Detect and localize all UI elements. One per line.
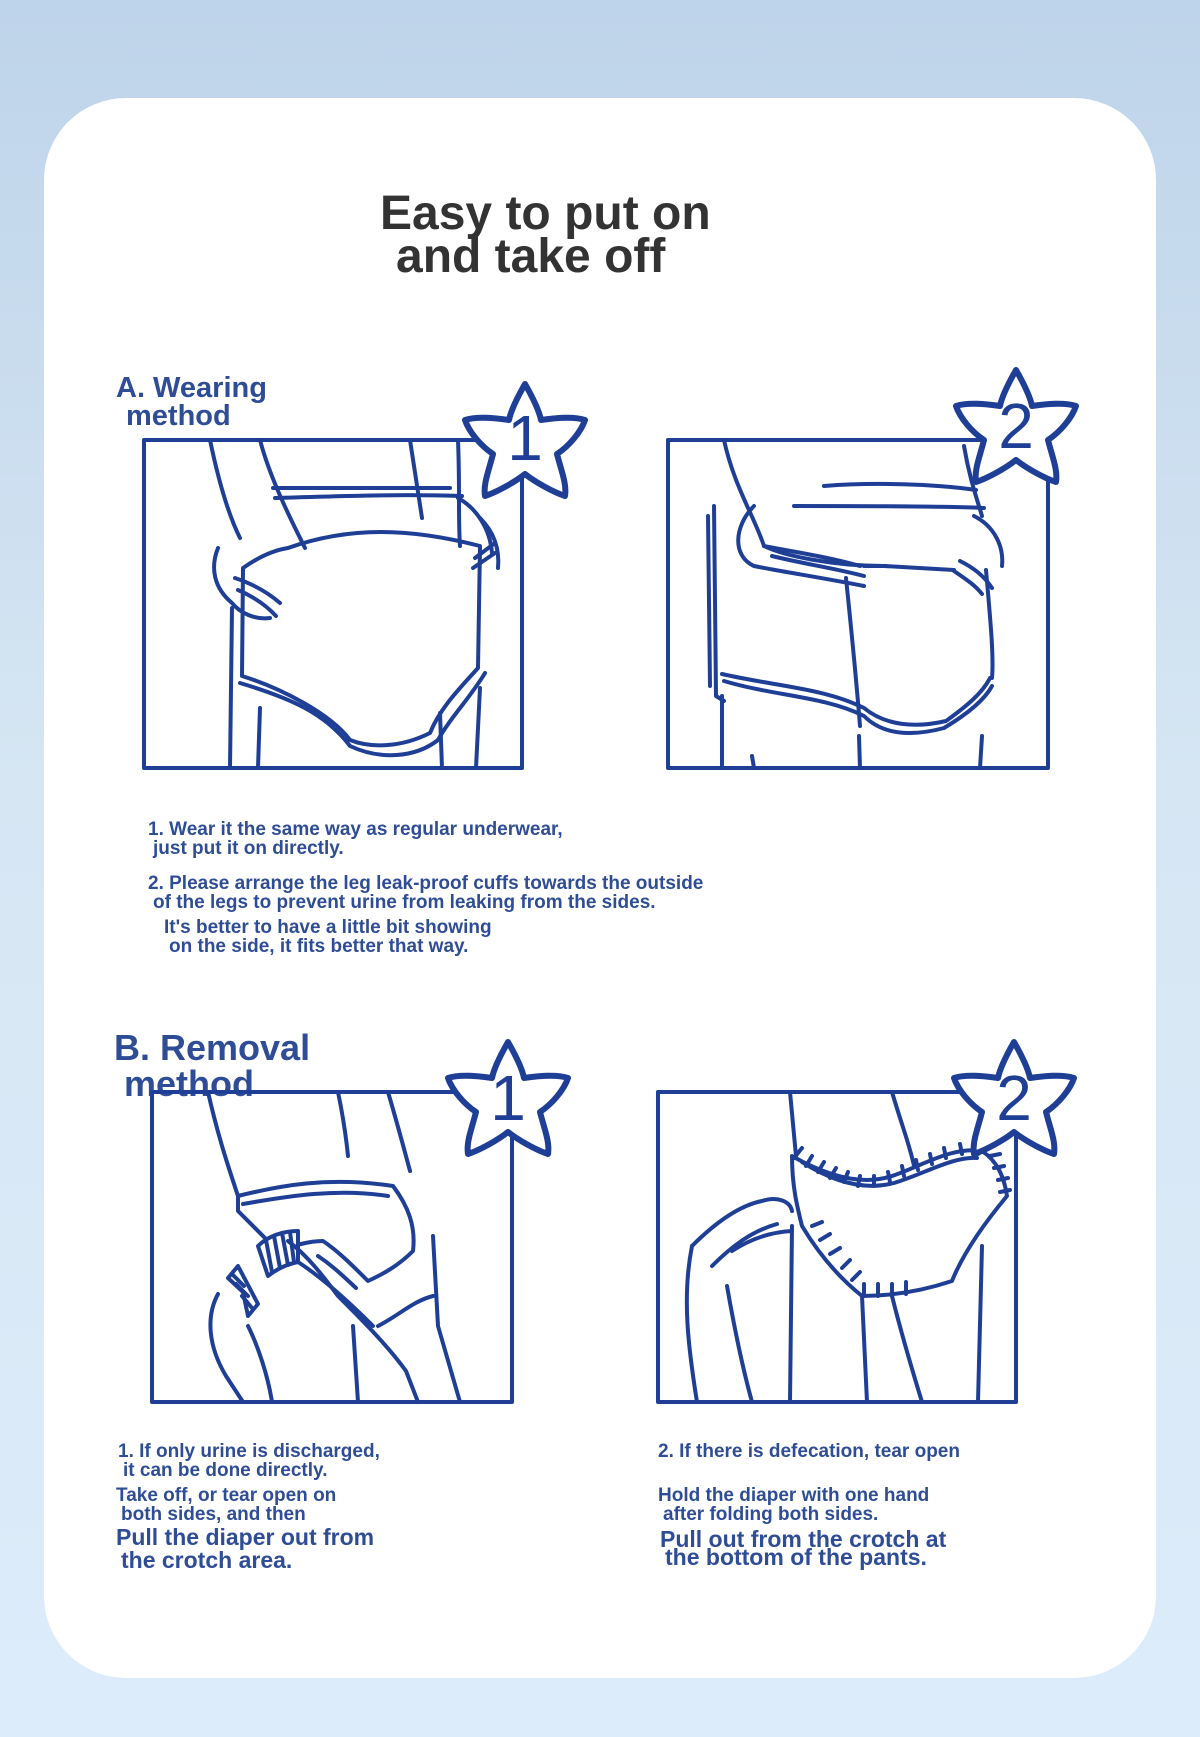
removal-step-2-illustration: 2 — [656, 1039, 1077, 1404]
removal-left-note-1: 1. If only urine is discharged, it can b… — [118, 1442, 380, 1480]
removal-left-line-5: Pull the diaper out from — [116, 1524, 375, 1550]
section-a-heading-line-2: method — [126, 400, 231, 432]
illustration-frame — [150, 1090, 514, 1404]
wearing-step-2-illustration: 2 — [666, 367, 1079, 770]
star-badge-icon: 2 — [953, 367, 1079, 485]
removal-right-line-5: the bottom of the pants. — [665, 1544, 927, 1570]
section-a-heading: A. Wearing method — [116, 372, 267, 432]
wearing-note-2: 2. Please arrange the leg leak-proof cuf… — [148, 874, 703, 912]
title-line-1: Easy to put on — [380, 187, 711, 240]
star-badge-icon: 1 — [445, 1039, 571, 1157]
removal-left-line-1: 1. If only urine is discharged, — [118, 1441, 380, 1462]
section-b-heading-line-2: method — [124, 1063, 254, 1104]
removal-left-line-6: the crotch area. — [121, 1547, 293, 1573]
section-b-heading: B. Removal method — [114, 1030, 310, 1102]
removal-right-line-2: Hold the diaper with one hand — [658, 1485, 930, 1506]
removal-right-line-3: after folding both sides. — [663, 1504, 879, 1525]
star-badge-icon: 2 — [951, 1039, 1077, 1157]
title-line-2: and take off — [396, 230, 666, 283]
removal-right-note-2: Hold the diaper with one hand after fold… — [658, 1486, 929, 1524]
section-a-heading-line-1: A. Wearing — [116, 372, 267, 404]
section-b-heading-line-1: B. Removal — [114, 1027, 311, 1068]
page-title: Easy to put on and take off — [380, 187, 711, 283]
removal-right-line-4: Pull out from the crotch at — [660, 1526, 947, 1552]
wearing-note-3-line-2: on the side, it fits better that way. — [169, 936, 469, 957]
removal-step-1-illustration: 1 — [150, 1039, 571, 1404]
star-badge-icon: 1 — [462, 381, 588, 499]
removal-right-note-1: 2. If there is defecation, tear open — [658, 1442, 960, 1461]
wearing-note-1-line-1: 1. Wear it the same way as regular under… — [148, 819, 563, 840]
removal-left-line-3: Take off, or tear open on — [116, 1485, 337, 1506]
wearing-step-1-number: 1 — [507, 402, 543, 474]
wearing-step-2-number: 2 — [998, 390, 1034, 462]
wearing-step-1-illustration: 1 — [142, 381, 588, 770]
removal-right-note-3: Pull out from the crotch at the bottom o… — [660, 1526, 947, 1570]
removal-step-2-number: 2 — [996, 1062, 1032, 1134]
removal-left-note-3: Pull the diaper out from the crotch area… — [116, 1526, 374, 1572]
removal-step-1-number: 1 — [490, 1062, 526, 1134]
wearing-note-1-line-2: just put it on directly. — [153, 838, 344, 859]
wearing-note-3: It's better to have a little bit showing… — [164, 918, 492, 956]
wearing-note-2-line-1: 2. Please arrange the leg leak-proof cuf… — [148, 873, 704, 894]
removal-left-line-4: both sides, and then — [121, 1504, 306, 1525]
instruction-card — [44, 98, 1156, 1678]
removal-left-line-2: it can be done directly. — [123, 1460, 328, 1481]
removal-left-note-2: Take off, or tear open on both sides, an… — [116, 1486, 336, 1524]
wearing-note-1: 1. Wear it the same way as regular under… — [148, 820, 563, 858]
wearing-note-3-line-1: It's better to have a little bit showing — [164, 917, 492, 938]
removal-right-line-1: 2. If there is defecation, tear open — [658, 1441, 960, 1462]
wearing-note-2-line-2: of the legs to prevent urine from leakin… — [153, 892, 656, 913]
illustration-frame — [142, 438, 524, 770]
illustration-frame — [656, 1090, 1018, 1404]
